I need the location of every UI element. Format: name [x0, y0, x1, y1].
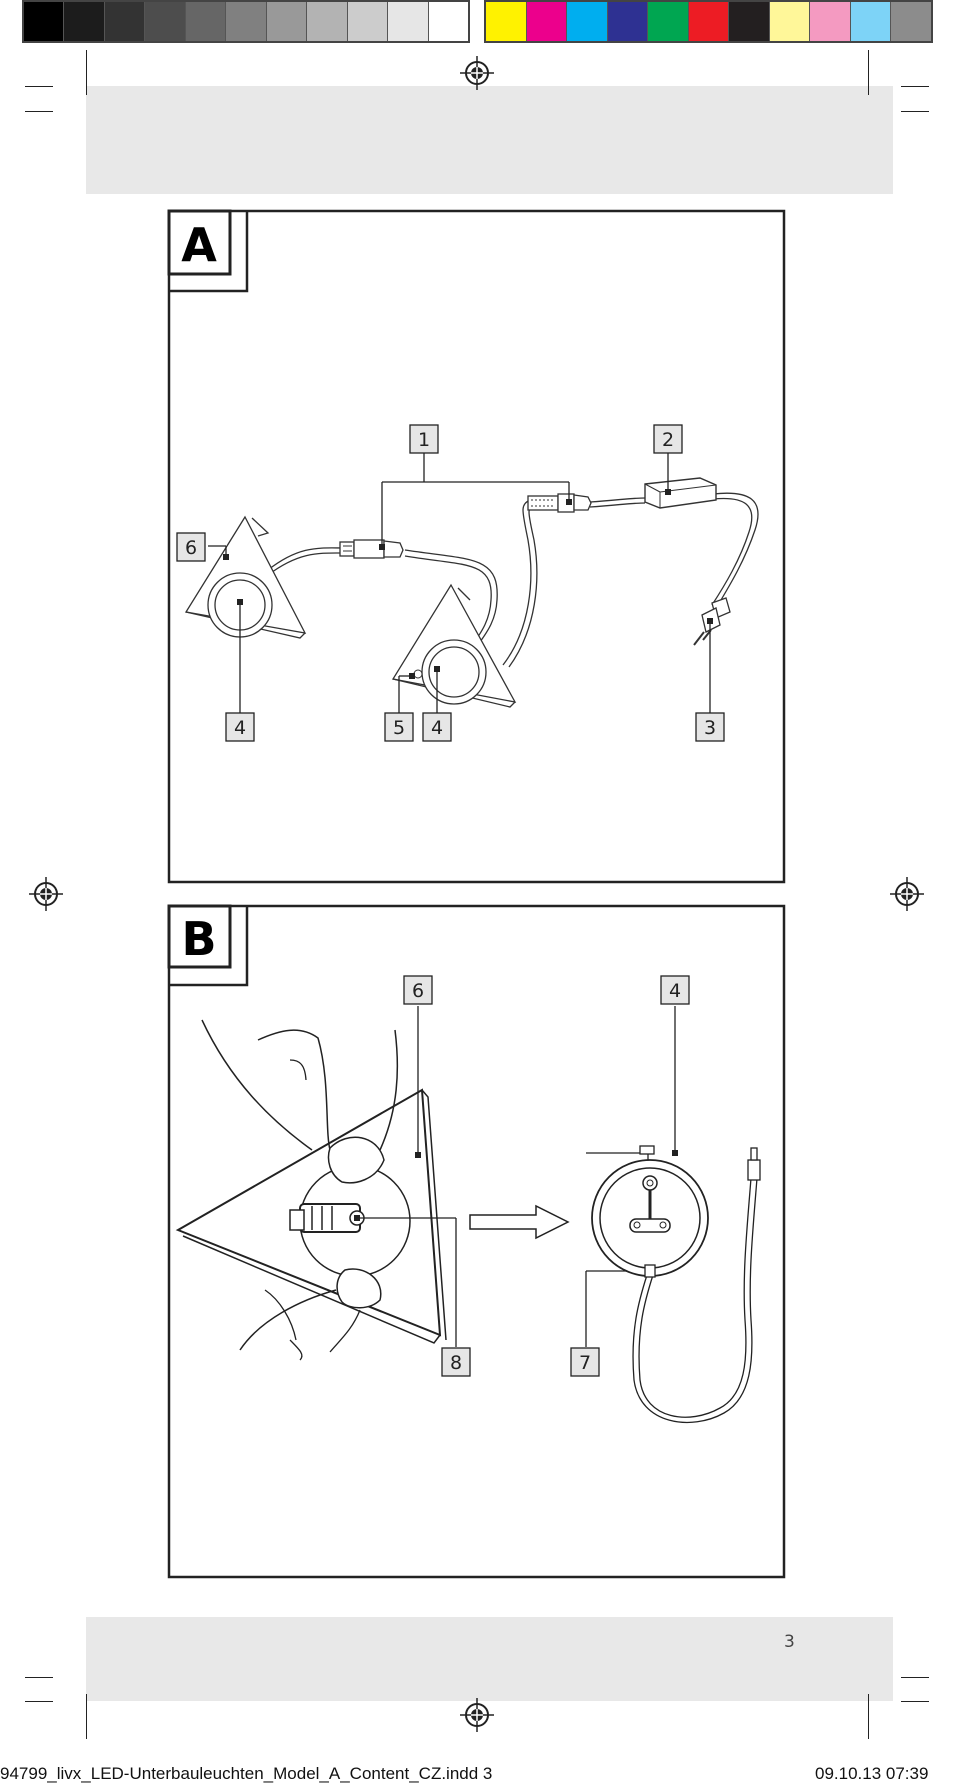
crop-mark — [25, 111, 53, 112]
color-swatch — [226, 2, 267, 41]
crop-mark — [868, 50, 869, 95]
color-swatch — [486, 2, 527, 41]
crop-mark — [901, 111, 929, 112]
callout-box — [422, 712, 452, 742]
crop-mark — [901, 86, 929, 87]
callout-box — [441, 1347, 471, 1377]
crop-mark — [86, 1694, 87, 1739]
color-swatch — [145, 2, 186, 41]
crop-mark — [868, 1694, 869, 1739]
color-swatch — [526, 2, 568, 41]
color-swatch — [850, 2, 892, 41]
color-swatch — [769, 2, 811, 41]
callout-number: 4 — [431, 717, 443, 739]
registration-mark-icon — [459, 1697, 495, 1733]
crop-mark — [86, 50, 87, 95]
callout-number: 6 — [412, 980, 424, 1002]
callout-number: 4 — [669, 980, 681, 1002]
callout-number: 8 — [450, 1352, 462, 1374]
color-swatch — [185, 2, 227, 41]
callout-box — [225, 712, 255, 742]
color-swatch — [567, 2, 608, 41]
callout-box — [660, 975, 690, 1005]
crop-mark — [901, 1677, 929, 1678]
color-swatch — [104, 2, 146, 41]
crop-mark — [25, 1701, 53, 1702]
page-number: 3 — [784, 1632, 795, 1652]
grayscale-color-bar — [22, 0, 470, 43]
figure-a-label: A — [181, 218, 217, 272]
color-swatch — [307, 2, 348, 41]
callout-number: 2 — [662, 429, 674, 451]
color-swatch — [428, 2, 468, 41]
callout-box — [409, 424, 439, 454]
callout-box — [695, 712, 725, 742]
color-swatch — [729, 2, 770, 41]
file-slug: 94799_livx_LED-Unterbauleuchten_Model_A_… — [0, 1764, 493, 1783]
color-swatch — [607, 2, 649, 41]
color-swatch — [648, 2, 689, 41]
header-band — [86, 86, 893, 194]
color-swatch — [266, 2, 308, 41]
figure-b: B — [167, 904, 786, 1579]
color-swatch — [64, 2, 105, 41]
date-slug: 09.10.13 07:39 — [815, 1764, 929, 1783]
figure-b-label: B — [181, 912, 216, 966]
callout-number: 1 — [418, 429, 430, 451]
color-swatch — [347, 2, 389, 41]
color-swatch — [388, 2, 429, 41]
callout-box — [384, 712, 414, 742]
callout-box — [653, 424, 683, 454]
color-swatch — [24, 2, 65, 41]
callout-number: 6 — [185, 537, 197, 559]
color-swatch — [688, 2, 730, 41]
callout-box — [176, 532, 206, 562]
process-color-bar — [484, 0, 933, 43]
footer-band — [86, 1617, 893, 1701]
registration-mark-icon — [28, 876, 64, 912]
color-swatch — [810, 2, 851, 41]
color-swatch — [891, 2, 932, 41]
figure-a: A — [167, 209, 786, 884]
registration-mark-icon — [459, 55, 495, 91]
callout-box — [570, 1347, 600, 1377]
crop-mark — [901, 1701, 929, 1702]
callout-number: 7 — [579, 1352, 591, 1374]
crop-mark — [25, 1677, 53, 1678]
callout-number: 3 — [704, 717, 716, 739]
callout-number: 4 — [234, 717, 246, 739]
crop-mark — [25, 86, 53, 87]
registration-mark-icon — [889, 876, 925, 912]
callout-box — [403, 975, 433, 1005]
callout-number: 5 — [393, 717, 405, 739]
